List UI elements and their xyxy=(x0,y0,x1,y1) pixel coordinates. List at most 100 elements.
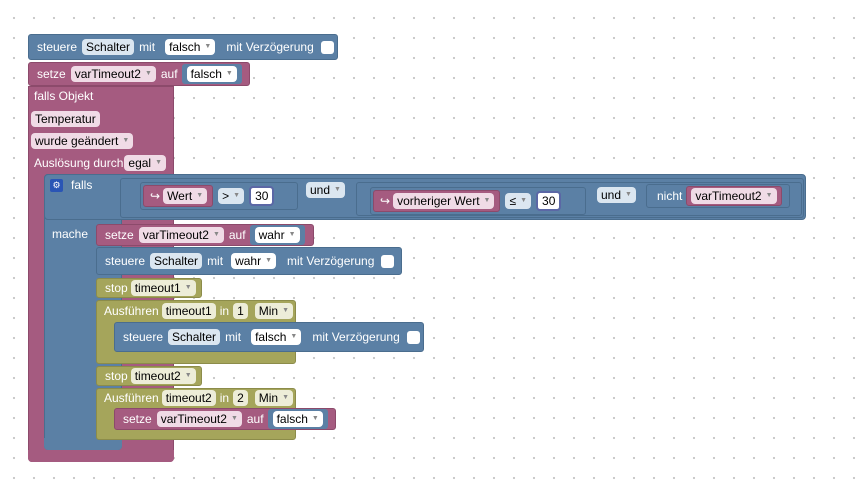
and-label-2-row: und ▼ xyxy=(596,187,637,203)
gear-icon[interactable]: ⚙ xyxy=(50,178,63,192)
var-get-block[interactable]: varTimeout2 ▼ xyxy=(686,186,782,206)
value-dropdown[interactable]: falsch ▼ xyxy=(251,329,302,345)
label-mit: mit xyxy=(225,330,242,344)
delay-checkbox[interactable] xyxy=(381,254,395,268)
dropdown-arrow-icon: ▼ xyxy=(520,197,528,204)
var-dropdown[interactable]: varTimeout2 ▼ xyxy=(156,411,242,427)
prev-wert-dropdown[interactable]: vorheriger Wert ▼ xyxy=(393,193,495,209)
set-var-block-2[interactable]: setze varTimeout2 ▼ auf wahr ▼ xyxy=(96,224,314,246)
and-text: und xyxy=(310,183,331,197)
dropdown-arrow-icon: ▼ xyxy=(282,394,290,401)
var-dropdown-text: varTimeout2 xyxy=(142,228,209,242)
label-auf: auf xyxy=(246,412,264,426)
dropdown-arrow-icon: ▼ xyxy=(196,192,204,199)
number-field-1[interactable]: 30 xyxy=(249,186,275,206)
dropdown-arrow-icon: ▼ xyxy=(311,415,319,422)
and-text: und xyxy=(601,188,622,202)
var-dropdown[interactable]: varTimeout2 ▼ xyxy=(691,188,777,204)
label-mit: mit xyxy=(207,254,224,268)
value-dropdown-text: falsch xyxy=(276,412,308,426)
and-label-1-row: und ▼ xyxy=(305,182,346,198)
stop-timer-block-1[interactable]: stop timeout1 ▼ xyxy=(96,278,202,298)
value-dropdown[interactable]: falsch ▼ xyxy=(165,39,216,55)
label-setze: setze xyxy=(105,228,134,242)
label-auf: auf xyxy=(160,67,178,81)
device-field[interactable]: Schalter xyxy=(150,253,203,269)
dropdown-arrow-icon: ▼ xyxy=(290,333,298,340)
value-input-slot[interactable]: wahr ▼ xyxy=(249,225,305,245)
dropdown-arrow-icon: ▼ xyxy=(155,159,163,166)
dropdown-arrow-icon: ▼ xyxy=(233,192,241,199)
trigger-condition-row: wurde geändert ▼ xyxy=(30,132,134,150)
timer-name-field[interactable]: timeout2 xyxy=(161,390,216,406)
value-dropdown[interactable]: wahr ▼ xyxy=(231,253,277,269)
control-block-2[interactable]: steuere Schalter mit wahr ▼ mit Verzöger… xyxy=(96,247,402,275)
var-dropdown-text: varTimeout2 xyxy=(160,412,227,426)
value-dropdown-text: wahr xyxy=(235,254,262,268)
label-setze: setze xyxy=(37,67,66,81)
set-var-block-3[interactable]: setze varTimeout2 ▼ auf falsch ▼ xyxy=(114,408,336,430)
delay-checkbox[interactable] xyxy=(406,330,420,344)
dropdown-arrow-icon: ▼ xyxy=(184,284,192,291)
compare-block-1[interactable]: ↪ Wert ▼ > ▼ 30 xyxy=(140,182,298,210)
value-input-slot[interactable]: falsch ▼ xyxy=(181,64,242,84)
timer-name-field[interactable]: timeout1 xyxy=(161,303,216,319)
control-block-3[interactable]: steuere Schalter mit falsch ▼ mit Verzög… xyxy=(114,322,424,352)
wert-block[interactable]: ↪ Wert ▼ xyxy=(143,185,214,207)
stop-timer-block-2[interactable]: stop timeout2 ▼ xyxy=(96,366,202,386)
object-id-field[interactable]: Temperatur xyxy=(31,111,100,127)
label-ausfuehren: Ausführen xyxy=(104,391,159,405)
value-dropdown-text: falsch xyxy=(169,40,201,54)
condition-dropdown[interactable]: wurde geändert ▼ xyxy=(31,133,134,149)
condition-dropdown-text: wurde geändert xyxy=(35,134,119,148)
var-dropdown[interactable]: varTimeout2 ▼ xyxy=(70,66,156,82)
unit-dropdown[interactable]: Min ▼ xyxy=(254,303,294,319)
timer-dropdown-text: timeout1 xyxy=(134,281,181,295)
dropdown-arrow-icon: ▼ xyxy=(282,307,290,314)
trigger-title-row: falls Objekt xyxy=(30,88,97,104)
set-var-block-1[interactable]: setze varTimeout2 ▼ auf falsch ▼ xyxy=(28,62,250,86)
label-steuere: steuere xyxy=(37,40,78,54)
value-input-slot[interactable]: falsch ▼ xyxy=(267,409,328,429)
dropdown-arrow-icon: ▼ xyxy=(288,231,296,238)
wert-dropdown[interactable]: Wert ▼ xyxy=(163,188,208,204)
label-mache: mache xyxy=(52,227,89,241)
label-setze: setze xyxy=(123,412,152,426)
device-field[interactable]: Schalter xyxy=(82,39,135,55)
and-dropdown-1[interactable]: und ▼ xyxy=(306,182,345,198)
not-block[interactable]: nicht varTimeout2 ▼ xyxy=(646,184,790,208)
value-dropdown[interactable]: wahr ▼ xyxy=(254,227,300,243)
operator-dropdown-2[interactable]: ≤ ▼ xyxy=(505,193,532,209)
trigger-dropdown[interactable]: egal ▼ xyxy=(124,155,167,171)
compare-block-2[interactable]: ↪ vorheriger Wert ▼ ≤ ▼ 30 xyxy=(370,187,586,215)
amount-field[interactable]: 2 xyxy=(233,390,248,406)
trigger-dropdown-text: egal xyxy=(128,156,152,170)
unit-dropdown[interactable]: Min ▼ xyxy=(254,390,294,406)
dropdown-arrow-icon: ▼ xyxy=(212,231,220,238)
dropdown-arrow-icon: ▼ xyxy=(483,197,491,204)
value-dropdown[interactable]: falsch ▼ xyxy=(272,411,323,427)
var-dropdown-text: varTimeout2 xyxy=(695,189,762,203)
prev-wert-block[interactable]: ↪ vorheriger Wert ▼ xyxy=(373,190,501,212)
number-field-2[interactable]: 30 xyxy=(535,191,562,211)
return-icon: ↪ xyxy=(380,194,391,208)
var-dropdown[interactable]: varTimeout2 ▼ xyxy=(138,227,224,243)
timer-dropdown[interactable]: timeout1 ▼ xyxy=(130,280,196,296)
value-dropdown-text: falsch xyxy=(255,330,287,344)
trigger-object-row: Temperatur xyxy=(30,110,101,128)
if-header-row: ⚙ falls xyxy=(50,177,96,193)
operator-dropdown-1[interactable]: > ▼ xyxy=(218,188,245,204)
control-block-1[interactable]: steuere Schalter mit falsch ▼ mit Verzög… xyxy=(28,34,338,60)
dropdown-arrow-icon: ▼ xyxy=(122,137,130,144)
amount-field[interactable]: 1 xyxy=(233,303,248,319)
value-dropdown[interactable]: falsch ▼ xyxy=(186,66,237,82)
label-stop: stop xyxy=(105,281,128,295)
run-timer-1-header: Ausführen timeout1 in 1 Min ▼ xyxy=(100,302,294,320)
dropdown-arrow-icon: ▼ xyxy=(184,372,192,379)
device-field[interactable]: Schalter xyxy=(168,329,221,345)
and-dropdown-2[interactable]: und ▼ xyxy=(597,187,636,203)
timer-dropdown[interactable]: timeout2 ▼ xyxy=(130,368,196,384)
label-mit-verzoegerung: mit Verzögerung xyxy=(287,254,375,268)
delay-checkbox[interactable] xyxy=(320,40,334,54)
